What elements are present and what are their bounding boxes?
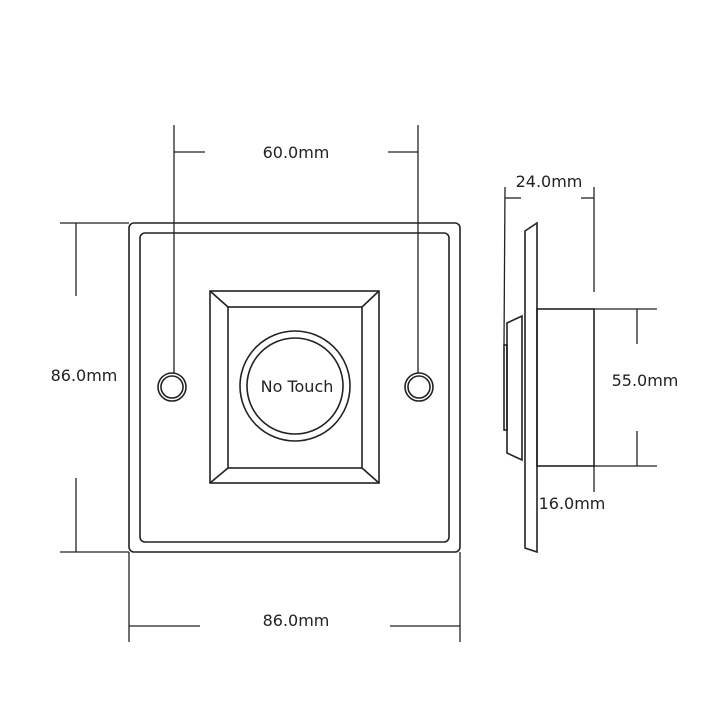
dimension-body-height: 55.0mm [594, 308, 679, 467]
side-body [536, 308, 595, 467]
button-label: No Touch [261, 377, 334, 396]
dimension-hole-spacing: 60.0mm [173, 125, 419, 373]
front-view: No Touch 60.0mm 86.0mm 86.0mm [51, 125, 461, 642]
svg-text:16.0mm: 16.0mm [539, 494, 606, 513]
svg-text:24.0mm: 24.0mm [516, 172, 583, 191]
button-frame [209, 290, 380, 484]
button-inner-ring [246, 337, 344, 435]
side-button-face [503, 344, 508, 431]
side-view: 24.0mm 55.0mm 16.0mm [503, 172, 679, 554]
svg-text:86.0mm: 86.0mm [263, 611, 330, 630]
svg-text:86.0mm: 86.0mm [51, 366, 118, 385]
dimension-height: 86.0mm [51, 222, 129, 553]
dimension-width: 86.0mm [128, 552, 461, 642]
button-outer-ring [239, 330, 351, 442]
screw-hole-left [157, 372, 187, 402]
inner-plate-border [139, 232, 450, 543]
side-button [506, 314, 523, 462]
side-plate [524, 221, 538, 554]
dimension-body-depth: 16.0mm [539, 466, 606, 513]
screw-hole-right [404, 372, 434, 402]
svg-text:55.0mm: 55.0mm [612, 371, 679, 390]
outer-plate [128, 222, 461, 553]
dimension-depth-total: 24.0mm [503, 172, 595, 346]
svg-text:60.0mm: 60.0mm [263, 143, 330, 162]
